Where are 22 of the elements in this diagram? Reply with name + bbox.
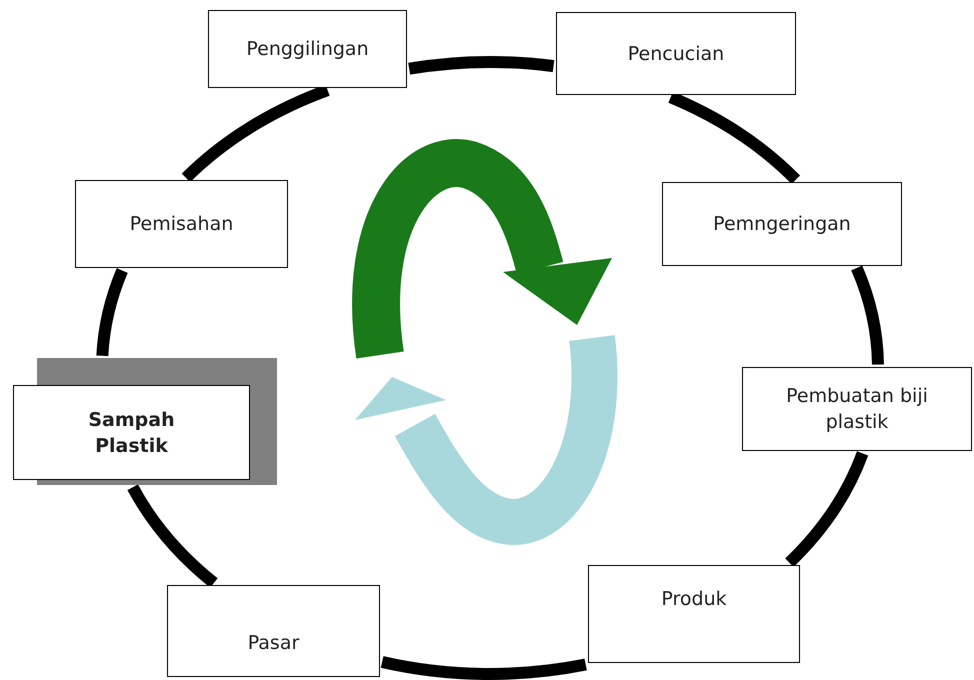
process-box [167, 585, 380, 677]
step-label: Pembuatan biji plastik [785, 384, 929, 435]
process-box [742, 367, 972, 451]
ring-connector [408, 56, 554, 75]
step-label: Sampah Plastik [87, 408, 176, 458]
ring-connector [381, 656, 587, 680]
ring-connector [128, 484, 218, 588]
step-label: Pemisahan [130, 212, 234, 237]
ring-connector [784, 450, 868, 567]
ring-connector [851, 266, 884, 365]
process-box [556, 12, 796, 95]
process-box [662, 182, 902, 266]
step-label: Produk [661, 587, 727, 612]
step-label: Penggilingan [246, 37, 369, 62]
ring-connector [96, 268, 128, 356]
step-label: Pencucian [628, 42, 724, 66]
process-box [588, 565, 800, 663]
step-label: Pemngeringan [713, 212, 851, 237]
process-box [75, 180, 288, 268]
step-label: Pasar [248, 631, 300, 656]
process-box [13, 385, 250, 480]
process-box [208, 10, 407, 88]
